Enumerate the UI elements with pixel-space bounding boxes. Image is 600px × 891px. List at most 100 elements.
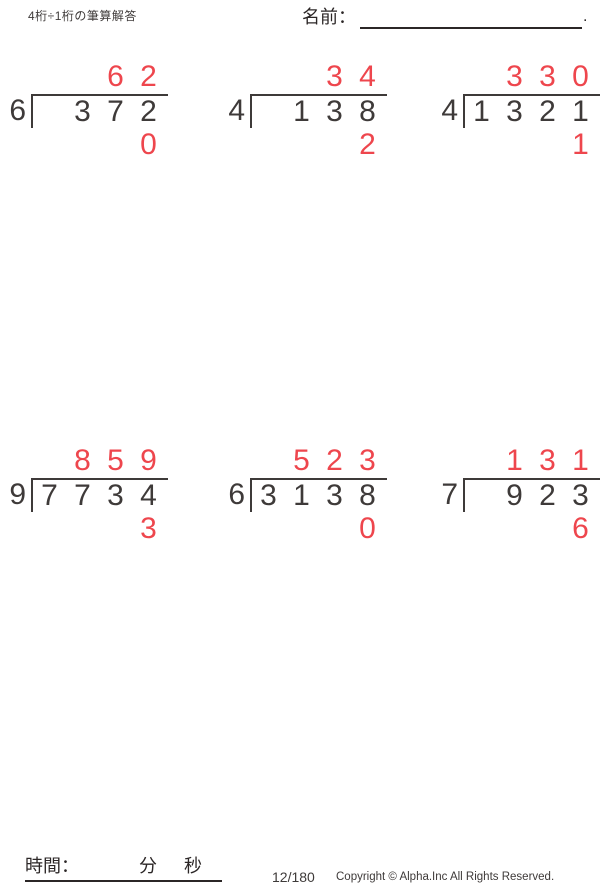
dividend-digit: 7 [41, 479, 58, 512]
name-field: 名前： . [302, 5, 587, 29]
division-bracket: 1 3 2 1 [463, 94, 600, 128]
dividend-digit: 3 [326, 479, 343, 512]
quotient-row: 3 4 [219, 60, 389, 94]
dividend-digit: 2 [140, 95, 157, 128]
quotient-digit: 1 [572, 444, 589, 477]
remainder-row: 0 [0, 128, 170, 161]
dividend-digit: 7 [107, 95, 124, 128]
dividend-row: 9 7 7 3 4 [0, 478, 170, 512]
division-problem-3: 3 3 0 4 1 3 2 1 1 [432, 60, 600, 161]
division-problem-1: 6 2 6 3 7 2 0 [0, 60, 170, 161]
dividend-row: 6 3 7 2 [0, 94, 170, 128]
quotient-digit: 9 [140, 444, 157, 477]
dividend-row: 4 1 3 8 [219, 94, 389, 128]
dividend-digit: 1 [293, 95, 310, 128]
divisor: 4 [228, 94, 245, 127]
remainder-row: 1 [432, 128, 600, 161]
dividend-digit: 1 [473, 95, 490, 128]
dividend-digit: 8 [359, 95, 376, 128]
quotient-digit: 8 [74, 444, 91, 477]
quotient-digit [465, 444, 498, 478]
division-bracket: 7 7 3 4 [31, 478, 168, 512]
minutes-label: 分 [139, 856, 157, 876]
quotient-digit: 3 [539, 444, 556, 477]
quotient-digit: 2 [140, 60, 157, 93]
quotient-row: 5 2 3 [219, 444, 389, 478]
divisor: 7 [441, 478, 458, 511]
dividend-digit: 3 [572, 479, 589, 512]
remainder-row: 0 [219, 512, 389, 545]
dividend-digit: 9 [506, 479, 523, 512]
dividend-digit [252, 96, 285, 128]
worksheet-title: 4桁÷1桁の筆算解答 [28, 9, 137, 23]
dividend-digit: 4 [140, 479, 157, 512]
dividend-digit: 3 [326, 95, 343, 128]
dividend-digit: 1 [293, 479, 310, 512]
quotient-digit [66, 60, 99, 94]
name-line-period: . [583, 8, 588, 25]
dividend-digit: 3 [74, 95, 91, 128]
quotient-digit: 6 [107, 60, 124, 93]
quotient-digit [33, 60, 66, 94]
remainder-digit: 0 [140, 128, 157, 161]
quotient-digit [465, 60, 498, 94]
dividend-digit: 3 [506, 95, 523, 128]
division-bracket: 3 1 3 8 [250, 478, 387, 512]
quotient-row: 6 2 [0, 60, 170, 94]
remainder-digit: 3 [140, 512, 157, 545]
seconds-label: 秒 [184, 856, 202, 876]
dividend-row: 6 3 1 3 8 [219, 478, 389, 512]
dividend-row: 7 9 2 3 [432, 478, 600, 512]
remainder-row: 2 [219, 128, 389, 161]
division-problem-2: 3 4 4 1 3 8 2 [219, 60, 389, 161]
remainder-digit: 0 [359, 512, 376, 545]
dividend-digit: 8 [359, 479, 376, 512]
remainder-digit: 1 [572, 128, 589, 161]
quotient-row: 8 5 9 [0, 444, 170, 478]
remainder-digit: 6 [572, 512, 589, 545]
remainder-row: 3 [0, 512, 170, 545]
divisor: 6 [228, 478, 245, 511]
dividend-digit [33, 96, 66, 128]
remainder-row: 6 [432, 512, 600, 545]
quotient-digit [252, 60, 285, 94]
quotient-digit: 3 [506, 60, 523, 93]
quotient-digit: 5 [107, 444, 124, 477]
remainder-digit: 2 [359, 128, 376, 161]
quotient-digit: 0 [572, 60, 589, 93]
quotient-row: 1 3 1 [432, 444, 600, 478]
divisor: 6 [9, 94, 26, 127]
quotient-digit [252, 444, 285, 478]
quotient-digit [285, 60, 318, 94]
division-problem-6: 1 3 1 7 9 2 3 6 [432, 444, 600, 545]
page-number: 12/180 [272, 869, 315, 885]
quotient-digit: 4 [359, 60, 376, 93]
quotient-digit [33, 444, 66, 478]
quotient-digit: 2 [326, 444, 343, 477]
dividend-digit: 3 [260, 479, 277, 512]
name-write-line [360, 5, 582, 29]
divisor: 9 [9, 478, 26, 511]
time-field: 時間： 分 秒 [25, 856, 222, 882]
quotient-row: 3 3 0 [432, 60, 600, 94]
dividend-digit: 2 [539, 95, 556, 128]
dividend-row: 4 1 3 2 1 [432, 94, 600, 128]
divisor: 4 [441, 94, 458, 127]
dividend-digit: 1 [572, 95, 589, 128]
division-bracket: 9 2 3 [463, 478, 600, 512]
quotient-digit: 5 [293, 444, 310, 477]
dividend-digit [465, 480, 498, 512]
quotient-digit: 1 [506, 444, 523, 477]
division-bracket: 1 3 8 [250, 94, 387, 128]
division-bracket: 3 7 2 [31, 94, 168, 128]
copyright-text: Copyright © Alpha.Inc All Rights Reserve… [336, 871, 555, 883]
quotient-digit: 3 [359, 444, 376, 477]
time-label: 時間： [25, 856, 79, 876]
quotient-digit: 3 [539, 60, 556, 93]
dividend-digit: 2 [539, 479, 556, 512]
dividend-digit: 3 [107, 479, 124, 512]
division-problem-5: 5 2 3 6 3 1 3 8 0 [219, 444, 389, 545]
division-problem-4: 8 5 9 9 7 7 3 4 3 [0, 444, 170, 545]
name-label: 名前： [302, 7, 356, 27]
quotient-digit: 3 [326, 60, 343, 93]
